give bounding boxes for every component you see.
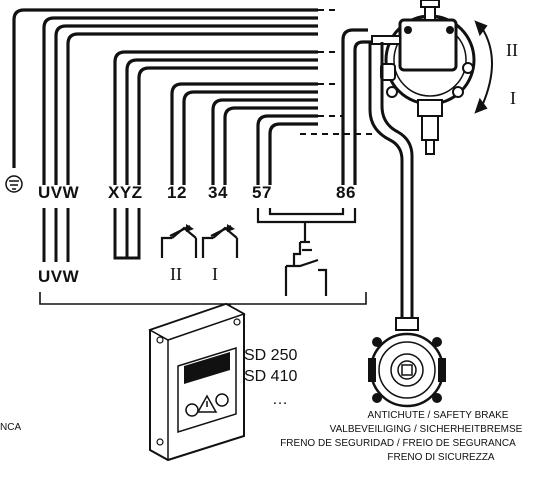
wire-ground <box>12 8 318 168</box>
wire-8 <box>341 28 368 185</box>
lower-terminal-label-uvw: UVW <box>38 267 80 286</box>
cropped-edge-text: NCA <box>0 422 21 433</box>
rotation-label-cw: II <box>506 40 518 60</box>
terminal-label-uvw: UVW <box>38 183 80 202</box>
wire-3 <box>211 98 318 185</box>
brake-caption-line-1: ANTICHUTE / SAFETY BRAKE <box>368 410 509 421</box>
terminal-label-57: 57 <box>252 183 272 202</box>
safety-brake <box>368 317 446 408</box>
brake-cable <box>368 42 414 320</box>
earth-symbol <box>5 175 23 193</box>
terminal-label-86: 86 <box>336 183 356 202</box>
brake-caption-line-4: FRENO DI SICUREZZA <box>387 452 495 463</box>
wire-5 <box>256 114 318 185</box>
ground-earth-icon <box>5 175 23 193</box>
wire-z <box>137 66 318 185</box>
wire-w <box>66 32 318 185</box>
bus-bracket <box>39 292 367 305</box>
brake-caption-line-3: FRENO DE SEGURIDAD / FREIO DE SEGURANCA <box>280 438 516 449</box>
safety-contact-circuit <box>256 208 357 296</box>
wire-2 <box>182 90 318 185</box>
motor-unit <box>371 0 476 155</box>
wire-6 <box>353 40 372 185</box>
switch-label-up: II <box>170 264 182 284</box>
wire-x <box>113 50 318 185</box>
control-box-model-1: SD 250 <box>244 347 297 364</box>
terminal-label-34: 34 <box>208 183 228 202</box>
wire-v <box>54 24 318 185</box>
wire-bundle <box>12 8 318 185</box>
limit-switch-1 <box>201 224 239 258</box>
wire-y <box>125 58 318 185</box>
control-box-model-2: SD 410 <box>244 368 297 385</box>
wire-u <box>42 16 318 185</box>
rotation-label-ccw: I <box>510 88 516 108</box>
terminal-label-12: 12 <box>167 183 187 202</box>
warning-triangle-icon <box>196 394 218 413</box>
brake-caption-line-2: VALBEVEILIGING / SICHERHEITBREMSE <box>330 424 523 435</box>
control-box <box>148 302 246 462</box>
limit-switch-2 <box>160 224 198 258</box>
lower-wiring <box>42 208 141 262</box>
wire-1 <box>170 82 318 185</box>
terminal-label-xyz: XYZ <box>108 183 143 202</box>
wire-tails <box>300 9 372 135</box>
wire-7 <box>268 122 318 185</box>
switch-label-down: I <box>212 264 218 284</box>
wire-4 <box>223 106 318 185</box>
control-box-more: … <box>272 391 288 408</box>
rotation-arrows-icon <box>474 20 493 114</box>
